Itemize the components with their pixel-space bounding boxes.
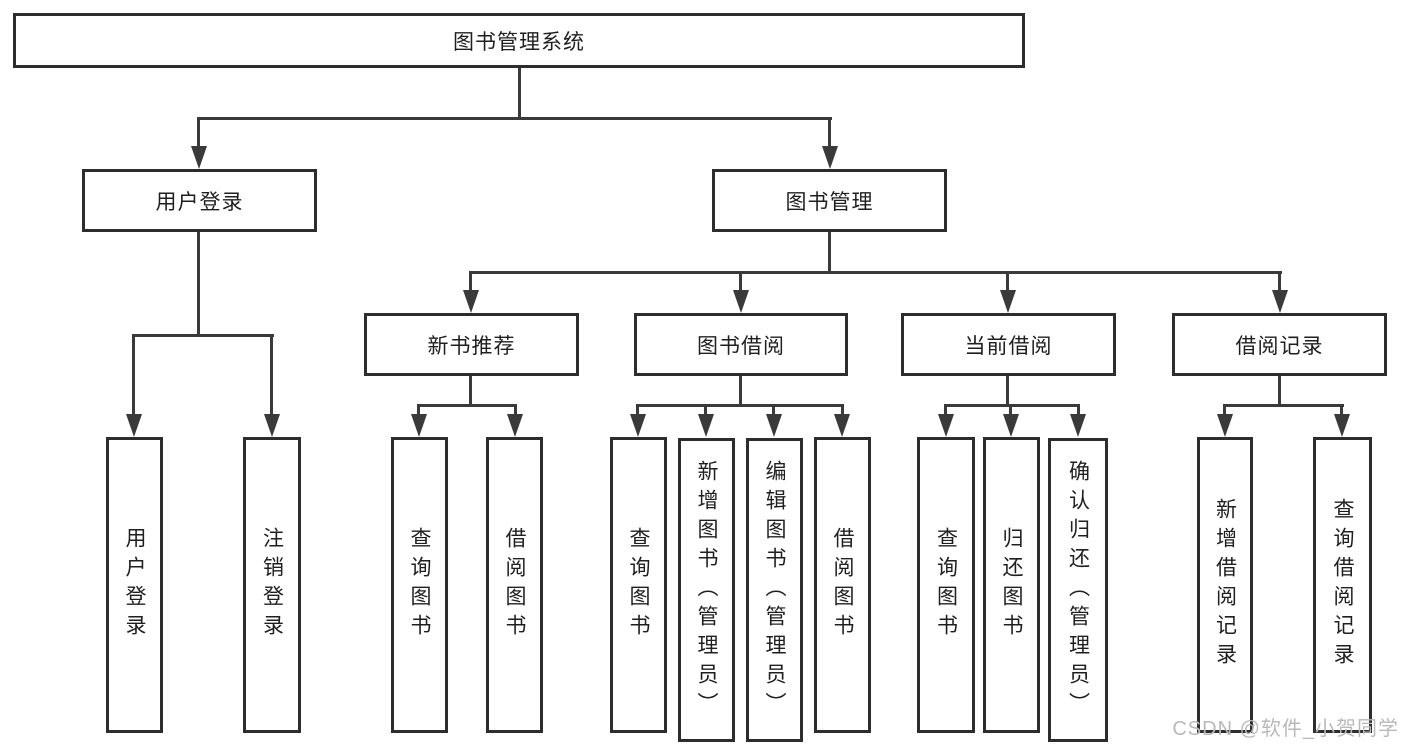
connector-line xyxy=(944,404,1080,407)
connector-line xyxy=(514,404,517,419)
leaf-borrow-books-1: 借阅图书 xyxy=(486,437,543,733)
connector-line xyxy=(1223,404,1226,419)
arrowhead-icon xyxy=(264,414,280,437)
leaf-edit-book-admin: 编辑图书（管理员） xyxy=(746,438,803,742)
connector-line xyxy=(417,404,420,419)
arrowhead-icon xyxy=(766,414,782,437)
leaf-add-borrow-record: 新增借阅记录 xyxy=(1197,437,1253,733)
arrowhead-icon xyxy=(698,414,714,437)
connector-line xyxy=(132,334,135,419)
connector-line xyxy=(1278,376,1281,407)
arrowhead-icon xyxy=(126,414,142,437)
connector-line xyxy=(739,271,742,295)
leaf-query-books-1: 查询图书 xyxy=(391,437,448,733)
arrowhead-icon xyxy=(630,414,646,437)
connector-line xyxy=(518,68,521,120)
csdn-watermark: CSDN @软件_小贺同学 xyxy=(1172,718,1399,740)
leaf-borrow-books-2: 借阅图书 xyxy=(814,437,871,733)
leaf-return-book: 归还图书 xyxy=(983,437,1040,733)
connector-line xyxy=(828,232,831,273)
connector-line xyxy=(197,232,200,336)
node-current-borrow-label: 当前借阅 xyxy=(964,334,1053,358)
arrowhead-icon xyxy=(1334,414,1350,437)
connector-line xyxy=(469,271,472,295)
connector-line xyxy=(636,404,639,419)
node-root-label: 图书管理系统 xyxy=(453,30,585,54)
leaf-add-borrow-record-label: 新增借阅记录 xyxy=(1213,498,1237,672)
connector-line xyxy=(636,404,844,407)
connector-line xyxy=(1006,271,1009,295)
arrowhead-icon xyxy=(463,290,479,313)
node-book-management-label: 图书管理 xyxy=(785,190,874,214)
connector-line xyxy=(1077,404,1080,419)
node-borrow-records-label: 借阅记录 xyxy=(1235,334,1324,358)
connector-line xyxy=(270,334,273,419)
arrowhead-icon xyxy=(411,414,427,437)
connector-line xyxy=(1340,404,1343,419)
leaf-query-books-2-label: 查询图书 xyxy=(627,527,650,643)
node-root: 图书管理系统 xyxy=(13,13,1025,68)
leaf-query-borrow-record-label: 查询借阅记录 xyxy=(1331,498,1354,672)
node-book-borrow: 图书借阅 xyxy=(634,313,848,376)
connector-line xyxy=(469,271,1282,274)
leaf-borrow-books-2-label: 借阅图书 xyxy=(831,527,854,643)
connector-line xyxy=(469,376,472,407)
connector-line xyxy=(841,404,844,419)
arrowhead-icon xyxy=(822,146,838,169)
node-current-borrow: 当前借阅 xyxy=(901,313,1116,376)
node-new-book-recommend: 新书推荐 xyxy=(364,313,579,376)
arrowhead-icon xyxy=(733,290,749,313)
leaf-query-borrow-record: 查询借阅记录 xyxy=(1313,437,1372,733)
arrowhead-icon xyxy=(1000,290,1016,313)
leaf-add-book-admin: 新增图书（管理员） xyxy=(678,438,735,742)
arrowhead-icon xyxy=(1070,414,1086,437)
connector-line xyxy=(944,404,947,419)
leaf-confirm-return-admin-label: 确认归还（管理员） xyxy=(1066,459,1090,721)
leaf-return-book-label: 归还图书 xyxy=(1000,527,1023,643)
leaf-add-book-admin-label: 新增图书（管理员） xyxy=(695,459,718,721)
connector-line xyxy=(828,117,831,153)
connector-line xyxy=(1006,376,1009,407)
node-book-borrow-label: 图书借阅 xyxy=(697,334,785,358)
connector-line xyxy=(1009,404,1012,419)
arrowhead-icon xyxy=(1272,290,1288,313)
leaf-user-login: 用户登录 xyxy=(106,437,163,733)
connector-line xyxy=(132,334,274,337)
arrowhead-icon xyxy=(938,414,954,437)
connector-line xyxy=(739,376,742,407)
arrowhead-icon xyxy=(1217,414,1233,437)
leaf-confirm-return-admin: 确认归还（管理员） xyxy=(1048,438,1108,742)
leaf-query-books-1-label: 查询图书 xyxy=(408,527,431,643)
leaf-logout: 注销登录 xyxy=(243,437,301,733)
leaf-borrow-books-1-label: 借阅图书 xyxy=(503,527,526,643)
leaf-edit-book-admin-label: 编辑图书（管理员） xyxy=(763,459,786,721)
leaf-logout-label: 注销登录 xyxy=(260,527,284,643)
connector-line xyxy=(1223,404,1344,407)
leaf-query-books-3-label: 查询图书 xyxy=(934,527,958,643)
leaf-query-books-3: 查询图书 xyxy=(917,437,975,733)
connector-line xyxy=(704,404,707,419)
connector-line xyxy=(197,117,832,120)
node-user-login-label: 用户登录 xyxy=(155,190,244,214)
connector-line xyxy=(1278,271,1281,295)
node-borrow-records: 借阅记录 xyxy=(1172,313,1387,376)
arrowhead-icon xyxy=(507,414,523,437)
leaf-query-books-2: 查询图书 xyxy=(610,437,667,733)
connector-line xyxy=(197,117,200,153)
node-user-login: 用户登录 xyxy=(82,169,317,232)
connector-line xyxy=(772,404,775,419)
leaf-user-login-label: 用户登录 xyxy=(123,527,146,643)
node-new-book-recommend-label: 新书推荐 xyxy=(427,334,516,358)
arrowhead-icon xyxy=(1003,414,1019,437)
arrowhead-icon xyxy=(191,146,207,169)
arrowhead-icon xyxy=(834,414,850,437)
connector-line xyxy=(417,404,517,407)
node-book-management: 图书管理 xyxy=(712,169,947,232)
